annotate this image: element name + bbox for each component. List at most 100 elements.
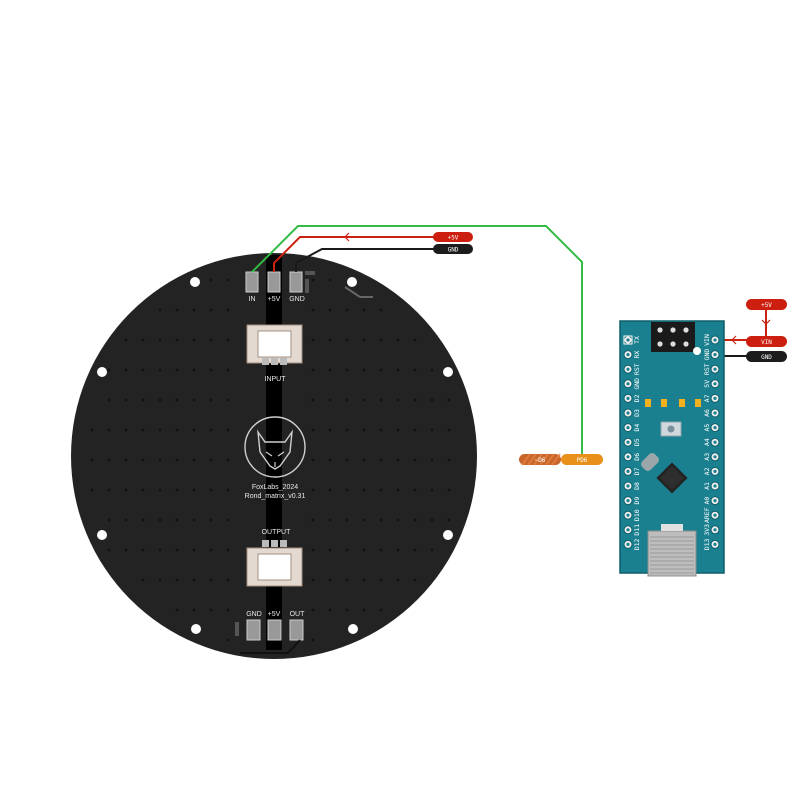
pad-out[interactable] — [289, 619, 304, 641]
svg-text:+5V: +5V — [761, 302, 772, 309]
led-dot — [311, 398, 315, 402]
mount-hole — [97, 367, 107, 377]
led-dot — [107, 398, 111, 402]
led-dot — [175, 608, 179, 612]
led-dot — [379, 578, 383, 582]
led-dot — [396, 578, 400, 582]
led-dot — [209, 428, 213, 432]
nano-pin-label: VIN — [703, 334, 711, 346]
pcb-trace — [344, 286, 361, 298]
mount-hole — [443, 530, 453, 540]
nano-pin-label: A2 — [703, 467, 711, 475]
led-dot — [107, 458, 111, 462]
mount-hole — [443, 367, 453, 377]
tag-5v-nano[interactable]: +5V — [746, 299, 787, 310]
mount-hole — [348, 624, 358, 634]
nano-pin-label: D6 — [633, 453, 641, 461]
led-dot — [447, 428, 451, 432]
svg-text:~D6: ~D6 — [535, 457, 546, 464]
pad-5v-bottom[interactable] — [267, 619, 282, 641]
led-dot — [396, 548, 400, 552]
crystal-oscillator — [641, 453, 659, 471]
led-dot — [345, 458, 349, 462]
nano-pin-label: A3 — [703, 453, 711, 461]
led-dot — [175, 578, 179, 582]
wire-data-green[interactable] — [251, 225, 583, 457]
led-dot — [141, 428, 145, 432]
led-dot — [141, 398, 145, 402]
led-dot — [396, 458, 400, 462]
mount-hole — [347, 277, 357, 287]
led-dot — [413, 488, 417, 492]
led-dot — [345, 578, 349, 582]
led-dot — [158, 398, 162, 402]
led-dot — [209, 338, 213, 342]
smd-component — [305, 271, 315, 275]
led-dot — [430, 518, 434, 522]
wire-5v-red[interactable] — [273, 236, 440, 272]
led-dot — [345, 338, 349, 342]
led-dot — [175, 548, 179, 552]
led-dot — [124, 398, 128, 402]
led-dot — [141, 338, 145, 342]
led-dot — [430, 398, 434, 402]
led-dot — [413, 368, 417, 372]
nano-pin-label: D3 — [633, 409, 641, 417]
tag-d6-net[interactable]: ~D6 — [519, 453, 561, 466]
nano-pin-label: A1 — [703, 482, 711, 490]
led-dot — [328, 578, 332, 582]
nano-pin-label: RX — [633, 351, 641, 359]
tag-gnd-nano[interactable]: GND — [746, 351, 787, 362]
led-dot — [192, 308, 196, 312]
nano-pin-label: A7 — [703, 394, 711, 402]
led-dot — [328, 368, 332, 372]
pcb-center-trace — [266, 255, 282, 650]
tag-d6-port[interactable]: PD6 — [561, 454, 603, 465]
led-dot — [362, 548, 366, 552]
led-dot — [396, 488, 400, 492]
led-dot — [413, 548, 417, 552]
svg-text:+5V: +5V — [448, 235, 459, 242]
pad-in[interactable] — [245, 271, 259, 293]
led-matrix-dots — [90, 278, 451, 642]
led-dot — [430, 488, 434, 492]
led-dot — [379, 428, 383, 432]
led-dot — [311, 548, 315, 552]
pcb-trace — [240, 639, 301, 654]
nano-pin-label: TX — [633, 336, 641, 344]
tag-gnd-top[interactable]: GND — [433, 244, 473, 254]
led-dot — [107, 518, 111, 522]
led-dot — [124, 518, 128, 522]
led-dot — [328, 428, 332, 432]
nano-pin-label: D12 — [633, 538, 641, 550]
reset-button-cap[interactable] — [667, 425, 675, 433]
nano-pin-label: D2 — [633, 394, 641, 402]
tag-5v-top[interactable]: +5V — [433, 232, 473, 242]
led-indicator — [645, 399, 651, 407]
led-dot — [226, 488, 230, 492]
led-dot — [311, 488, 315, 492]
led-dot — [430, 458, 434, 462]
pad-gnd-top[interactable] — [289, 271, 303, 293]
arrow-left-icon — [344, 232, 350, 242]
led-dot — [311, 278, 315, 282]
led-dot — [345, 488, 349, 492]
led-dot — [226, 428, 230, 432]
pad-gnd-bottom[interactable] — [246, 619, 261, 641]
led-dot — [209, 608, 213, 612]
led-dot — [226, 338, 230, 342]
led-dot — [107, 488, 111, 492]
led-dot — [345, 398, 349, 402]
led-dot — [192, 578, 196, 582]
led-dot — [226, 518, 230, 522]
wire-gnd-black[interactable] — [295, 248, 440, 272]
led-dot — [124, 338, 128, 342]
led-dot — [226, 398, 230, 402]
pad-5v-top[interactable] — [267, 271, 281, 293]
round-matrix-pcb: IN +5V GND INPUT FoxLabs_2024 Rond_matri… — [71, 253, 477, 659]
led-dot — [158, 338, 162, 342]
led-dot — [158, 518, 162, 522]
tag-vin-nano[interactable]: VIN — [746, 336, 787, 347]
nano-pin-label: D13 — [703, 538, 711, 550]
